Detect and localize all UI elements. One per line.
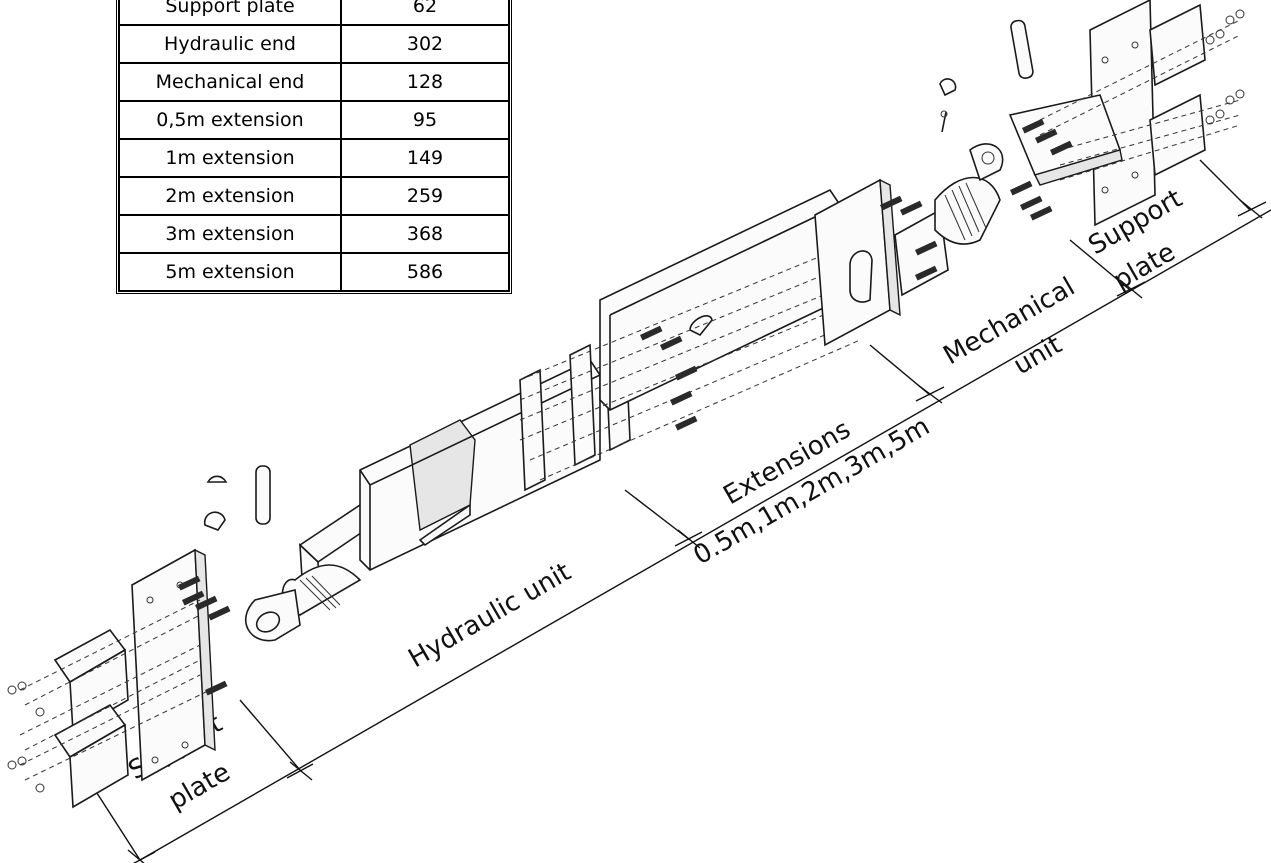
label-hydraulic-unit: Hydraulic unit: [404, 557, 577, 674]
component-weight: 586: [341, 253, 509, 291]
component-name: 3m extension: [119, 215, 341, 253]
dimension-lines: [94, 159, 1271, 863]
component-weight: 368: [341, 215, 509, 253]
mechanical-unit: [814, 143, 1053, 347]
component-name: Mechanical end: [119, 63, 341, 101]
component-weight: 128: [341, 63, 509, 101]
hydraulic-unit: [244, 328, 631, 642]
right-support-plate: [1008, 0, 1245, 227]
left-support-plate: [7, 548, 231, 809]
component-weight: 259: [341, 177, 509, 215]
component-weight: 149: [341, 139, 509, 177]
component-weight: 95: [341, 101, 509, 139]
left-pin-and-clips: [203, 465, 271, 531]
component-name: 5m extension: [119, 253, 341, 291]
component-name: Support plate: [119, 0, 341, 25]
component-name: 2m extension: [119, 177, 341, 215]
component-weight: 302: [341, 25, 509, 63]
label-mechanical-unit: unit: [1009, 330, 1068, 381]
component-name: Hydraulic end: [119, 25, 341, 63]
component-name: 1m extension: [119, 139, 341, 177]
extension-section: [519, 188, 861, 481]
component-name: 0,5m extension: [119, 101, 341, 139]
right-pin-and-clips: [939, 19, 1034, 133]
component-weight: 62: [341, 0, 509, 25]
label-support-plate-left: plate: [164, 757, 236, 816]
